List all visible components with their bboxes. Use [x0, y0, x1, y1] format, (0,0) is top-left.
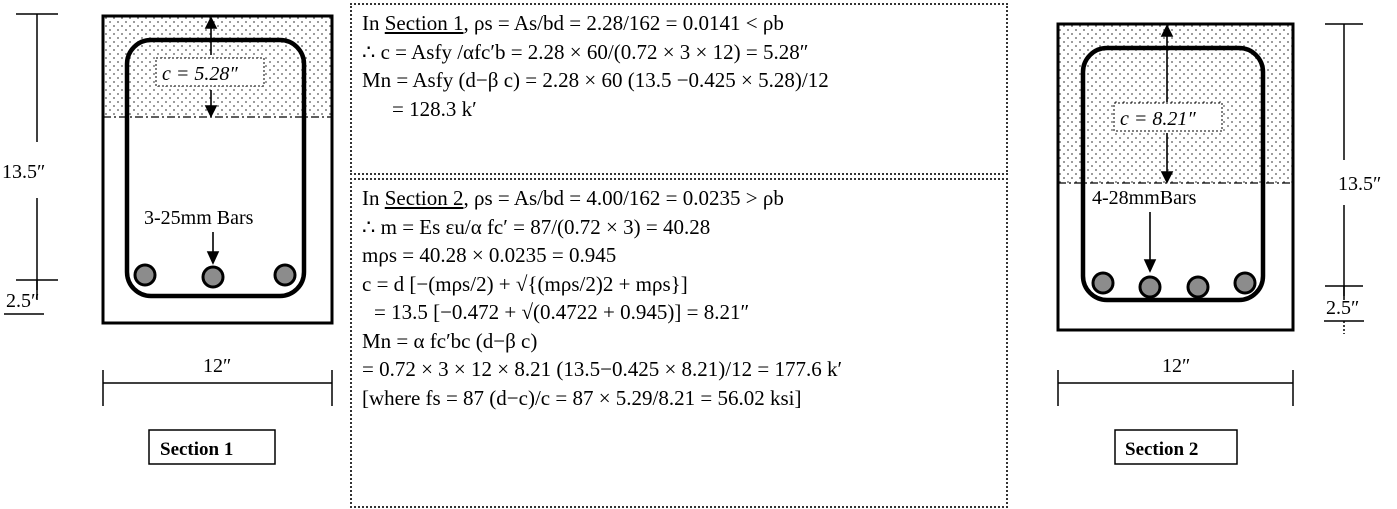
box1-line-3: Mn = Asfy (d−β c) = 2.28 × 60 (13.5 −0.4… — [362, 68, 829, 92]
beam-outline — [101, 14, 334, 325]
box2-line-1: In Section 2, ρs = As/bd = 4.00/162 = 0.… — [362, 186, 784, 210]
section-1-label: Section 1 — [160, 439, 233, 460]
rebar — [201, 265, 225, 289]
height-dimension-line — [16, 13, 58, 300]
c-label: c = 8.21″ — [1120, 108, 1196, 130]
box1-line-1: In Section 1, ρs = As/bd = 2.28/162 = 0.… — [362, 11, 784, 35]
rebar — [1138, 275, 1162, 299]
stirrup — [1080, 45, 1266, 303]
bars-label: 3-25mm Bars — [144, 207, 254, 229]
c-label: c = 5.28″ — [162, 63, 238, 85]
width-dimension-line — [102, 370, 333, 406]
box2-line-8: [where fs = 87 (d−c)/c = 87 × 5.29/8.21 … — [362, 385, 802, 410]
beam-outline — [1056, 22, 1295, 332]
width-dimension-label: 12″ — [1162, 355, 1190, 377]
bars-label: 4-28mmBars — [1092, 187, 1197, 209]
box2-line-4: c = d [−(mρs/2) + √{(mρs/2)2 + mρs}] — [362, 271, 688, 296]
height-dimension-line — [1325, 23, 1363, 300]
width-dimension-label: 12″ — [203, 355, 231, 377]
c-label-box — [155, 57, 265, 87]
rebars — [1091, 271, 1257, 299]
section-2-diagram: c = 8.21″ 4-28mmBars 13.5″ 2.5″ 12″ Sect… — [1056, 22, 1381, 465]
rebar — [273, 263, 297, 287]
box2-line-5: = 13.5 [−0.472 + √(0.4722 + 0.945)] = 8.… — [374, 300, 750, 324]
c-label-box — [1113, 102, 1223, 132]
bars-pointer-arrow — [206, 232, 220, 265]
box1-line-4: = 128.3 k′ — [392, 96, 477, 121]
rebar — [1186, 275, 1210, 299]
section-2-calculation-box: In Section 2, ρs = As/bd = 4.00/162 = 0.… — [350, 178, 1008, 508]
depth-c-arrow — [1160, 24, 1174, 184]
box2-line-7: = 0.72 × 3 × 12 × 8.21 (13.5−0.425 × 8.2… — [362, 357, 843, 381]
box1-line-2: ∴ c = Asfy /αfc′b = 2.28 × 60/(0.72 × 3 … — [362, 39, 809, 64]
box2-line-2: ∴ m = Es εu/α fc′ = 87/(0.72 × 3) = 40.2… — [362, 214, 711, 239]
depth-c-arrow — [204, 16, 218, 118]
cover-dimension-label: 2.5″ — [6, 290, 39, 312]
stirrup — [124, 37, 307, 299]
box2-line-6: Mn = α fc′bc (d−β c) — [362, 328, 538, 353]
section-2-label: Section 2 — [1125, 439, 1198, 460]
bars-pointer-arrow — [1143, 212, 1157, 273]
rebar — [1091, 271, 1115, 295]
rebars — [133, 263, 297, 289]
height-dimension-label: 13.5″ — [1338, 173, 1381, 195]
section-1-diagram: 13.5″ 2.5″ c = 5.28″ 3-25mm Bars 12″ Sec… — [2, 13, 334, 465]
section-1-calculation-box: In Section 1, ρs = As/bd = 2.28/162 = 0.… — [350, 3, 1008, 175]
box2-line-3: mρs = 40.28 × 0.0235 = 0.945 — [362, 243, 617, 267]
cover-dimension-label: 2.5″ — [1326, 297, 1359, 319]
width-dimension-line — [1057, 370, 1294, 406]
height-dimension-label: 13.5″ — [2, 161, 45, 183]
rebar — [1233, 271, 1257, 295]
rebar — [133, 263, 157, 287]
